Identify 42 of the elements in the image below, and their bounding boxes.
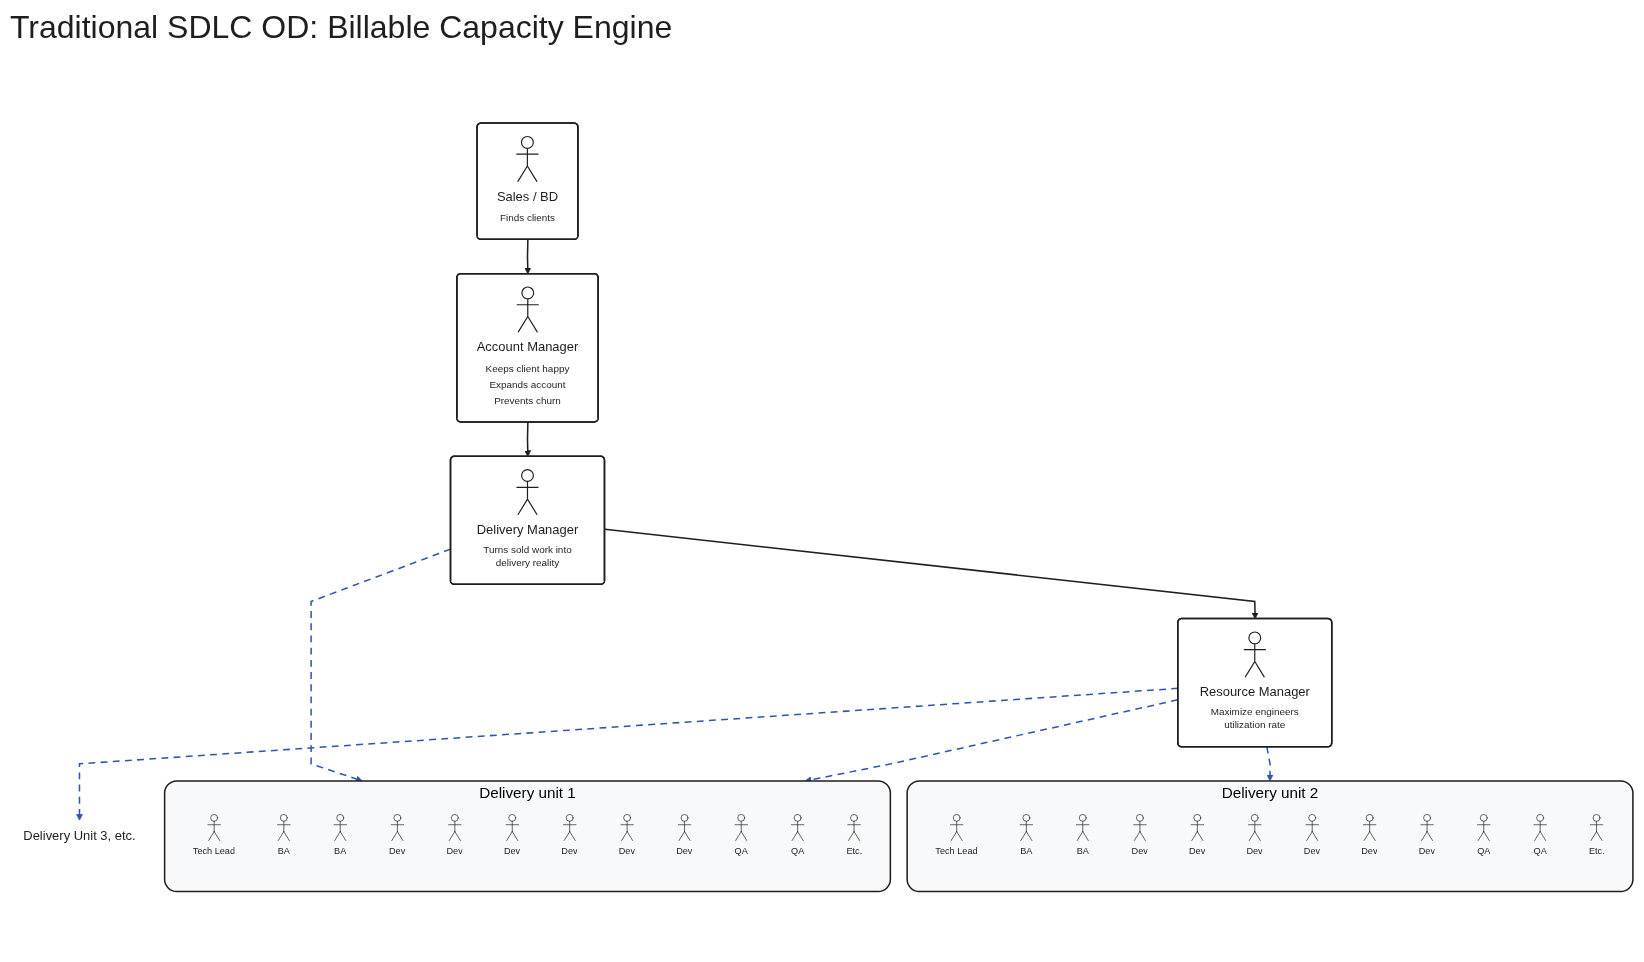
person-label: Dev — [1303, 845, 1321, 857]
role-title: Account Manager — [476, 338, 579, 357]
person-label: Dev — [389, 845, 406, 857]
person-label: Dev — [618, 845, 635, 857]
person-label: BA — [277, 845, 290, 857]
person-label: QA — [1533, 845, 1547, 857]
person-label: Etc. — [1588, 845, 1605, 857]
person-label: QA — [1477, 845, 1491, 857]
role-description: Expands account — [489, 377, 566, 391]
role-title: Sales / BD — [496, 188, 559, 206]
arrow — [604, 528, 1259, 619]
arrow — [524, 421, 532, 457]
person-label: BA — [1020, 845, 1033, 857]
group-title: Delivery unit 1 — [479, 783, 576, 801]
unit-label: Delivery Unit 3, etc. — [23, 828, 136, 843]
diagram-title: Traditional SDLC OD: Billable Capacity Engine — [10, 8, 673, 47]
person-label: Dev — [1188, 845, 1206, 857]
person-label: Etc. — [846, 845, 863, 857]
person-label: Dev — [1246, 845, 1263, 857]
role-title: Delivery Manager — [476, 521, 579, 539]
person-label: BA — [1076, 845, 1089, 857]
person-label: Dev — [676, 845, 693, 857]
person-label: Tech Lead — [192, 845, 236, 857]
person-label: Dev — [446, 845, 463, 857]
arrow — [524, 238, 532, 274]
person-label: QA — [734, 845, 748, 857]
person-label: BA — [334, 845, 347, 857]
person-label: Dev — [561, 845, 578, 857]
role-description: Keeps client happy — [485, 361, 570, 375]
person-label: Dev — [1131, 845, 1148, 857]
dashed-arrow — [1266, 745, 1274, 781]
role-description: Maximize engineers utilization rate — [1209, 704, 1300, 732]
person-label: Dev — [503, 845, 521, 857]
role-description: Finds clients — [499, 210, 556, 225]
group-title: Delivery unit 2 — [1221, 783, 1319, 801]
role-title: Resource Manager — [1199, 683, 1310, 702]
person-label: Dev — [1418, 845, 1435, 857]
person-label: Dev — [1361, 845, 1378, 857]
person-label: QA — [791, 845, 805, 857]
role-description: Prevents churn — [494, 393, 561, 407]
person-label: Tech Lead — [935, 845, 978, 857]
role-description: Turns sold work into delivery reality — [482, 542, 573, 570]
